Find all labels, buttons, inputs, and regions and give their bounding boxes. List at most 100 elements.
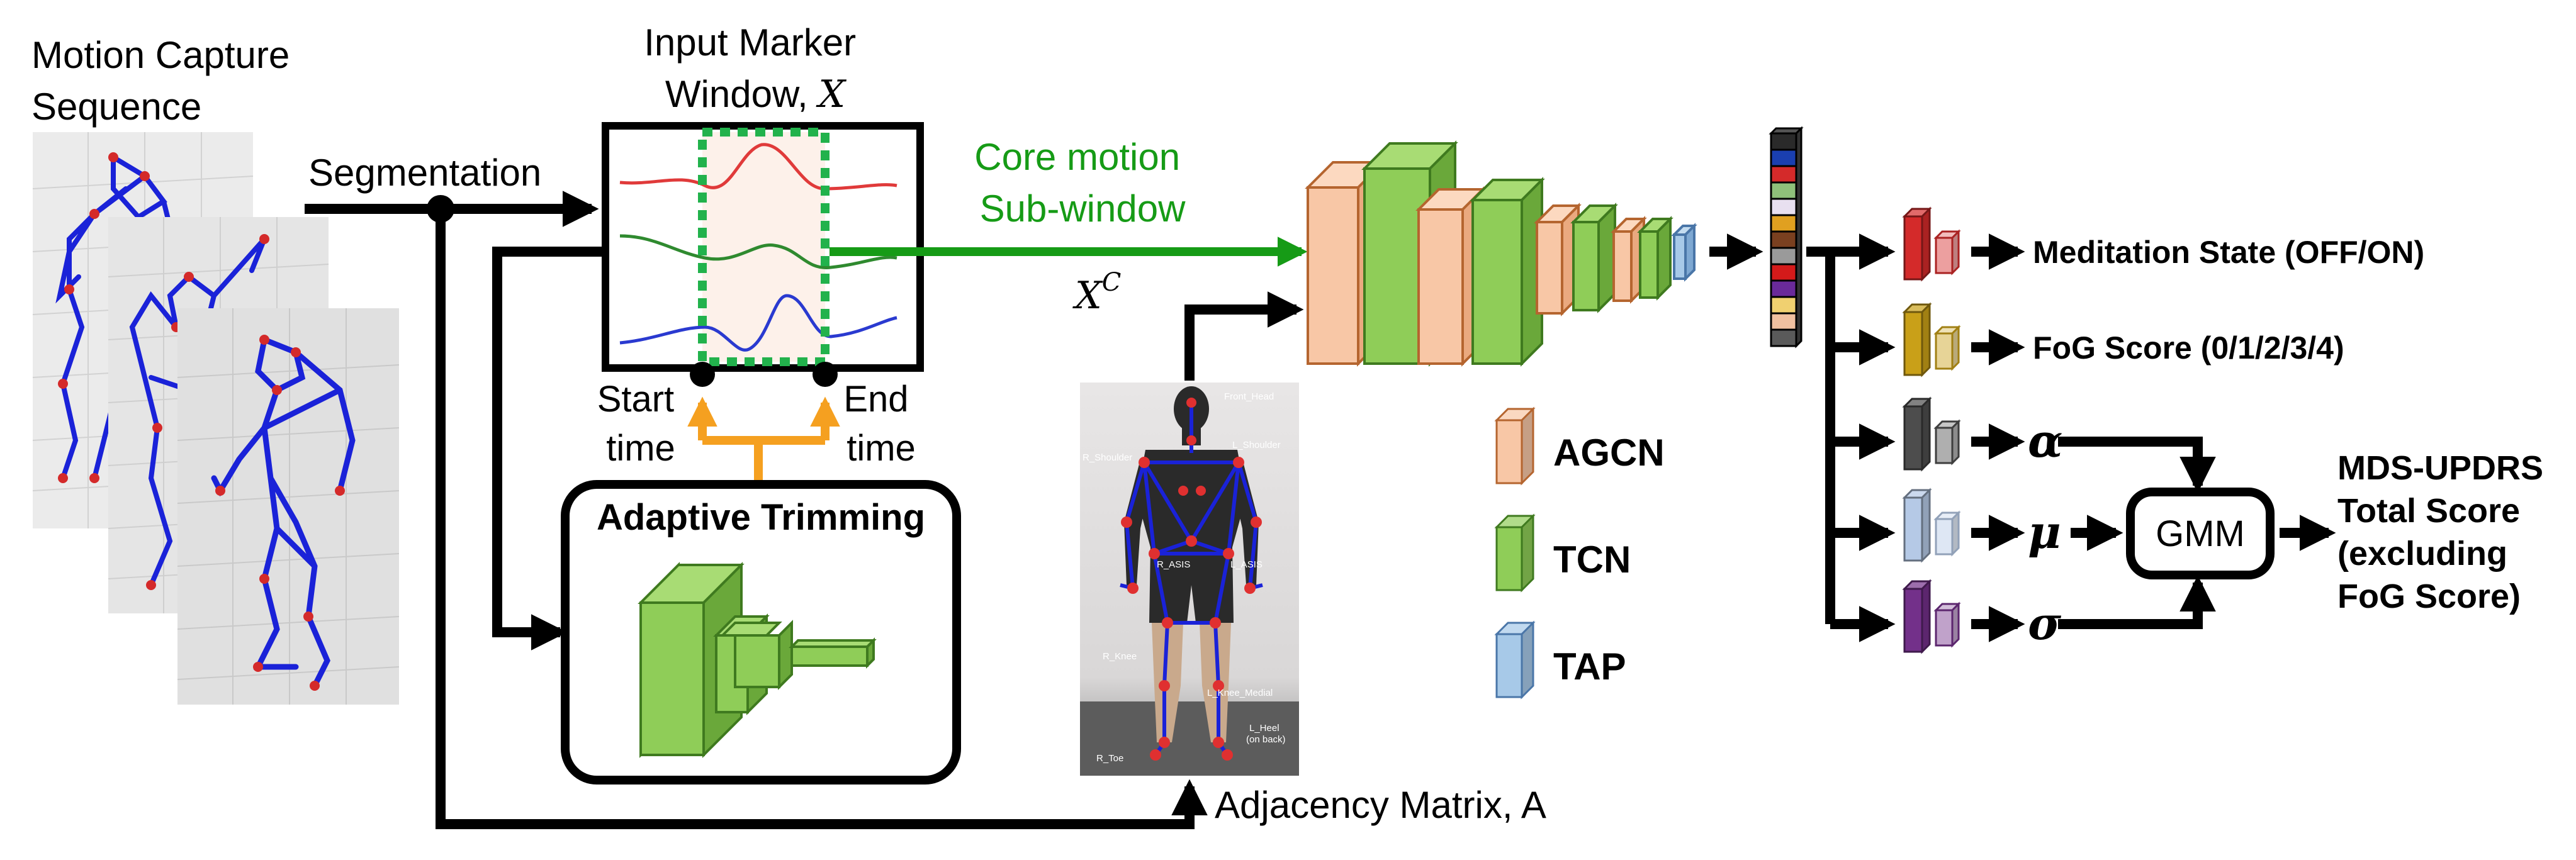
feature-cell xyxy=(1770,230,1797,249)
marker-l-knee-medial: L_Knee_Medial xyxy=(1207,688,1273,698)
input-marker-window xyxy=(602,122,924,387)
output-dense-block xyxy=(1902,579,1932,654)
output-small-block xyxy=(1933,325,1961,371)
body-marker-photo: Front_Head L_Shoulder R_Shoulder R_ASIS … xyxy=(1080,383,1299,776)
core-motion-label: Core motion Sub-window xyxy=(974,136,1190,230)
feature-cell xyxy=(1770,247,1797,265)
input-window-title-line2: Window, X xyxy=(665,72,846,116)
output-head-1: Meditation State (OFF/ON) xyxy=(1902,206,2424,282)
marker-l-heel-line2: (on back) xyxy=(1246,734,1286,745)
tcn-block xyxy=(1470,177,1545,367)
core-symbol-sup: C xyxy=(1102,268,1122,297)
feature-cell xyxy=(1770,328,1797,347)
marker-front-head: Front_Head xyxy=(1224,391,1274,402)
feature-vector xyxy=(1769,126,1804,349)
legend: AGCN TCN TAP xyxy=(1494,406,1665,700)
output-dense-block xyxy=(1902,302,1932,377)
tap-block xyxy=(1671,223,1697,282)
marker-r-knee: R_Knee xyxy=(1103,651,1137,662)
start-time-marker xyxy=(690,362,715,387)
segmentation-label: Segmentation xyxy=(308,152,541,194)
output-small-block xyxy=(1933,419,1961,466)
feature-cell xyxy=(1770,279,1797,298)
feature-cell xyxy=(1770,132,1797,151)
feature-cell xyxy=(1770,148,1797,167)
mds-line1: MDS-UPDRS xyxy=(2337,449,2543,487)
legend-tcn-swatch xyxy=(1494,513,1536,593)
marker-l-shoulder: L_Shoulder xyxy=(1232,440,1281,450)
start-time-word2: time xyxy=(606,428,675,469)
legend-tap-swatch xyxy=(1494,620,1536,700)
mds-line4: FoG Score) xyxy=(2337,578,2521,615)
output-head-3: α xyxy=(1902,396,2062,472)
output-symbol: σ xyxy=(2028,596,2062,650)
network-stack xyxy=(1305,140,1697,367)
end-time-word1: End xyxy=(843,379,908,420)
mds-line2: Total Score xyxy=(2337,492,2520,530)
output-head-4: μ xyxy=(1902,488,2061,563)
output-head-5: σ xyxy=(1902,579,2062,654)
core-motion-line2: Sub-window xyxy=(980,187,1186,230)
output-small-block xyxy=(1933,601,1961,648)
feature-vector-side xyxy=(1795,126,1803,349)
legend-agcn-label: AGCN xyxy=(1553,432,1665,474)
gmm-box xyxy=(2126,488,2275,579)
feature-cell xyxy=(1770,263,1797,282)
mocap-title: Motion Capture Sequence xyxy=(31,34,300,128)
marker-l-heel: L_Heel(on back) xyxy=(1246,723,1286,745)
trim-feedback-arrows xyxy=(687,396,840,484)
end-time-marker xyxy=(813,362,838,387)
output-symbol: μ xyxy=(2028,505,2061,559)
core-motion-line1: Core motion xyxy=(974,136,1180,178)
end-time-label: End time xyxy=(843,379,918,469)
mocap-title-line1: Motion Capture xyxy=(31,34,290,76)
feature-cell xyxy=(1770,181,1797,200)
gmm-label: GMM xyxy=(2156,513,2245,554)
feature-cell xyxy=(1770,198,1797,216)
end-time-word2: time xyxy=(846,428,916,469)
start-time-word1: Start xyxy=(597,379,675,420)
core-subwindow-dashed xyxy=(698,128,830,366)
output-label: FoG Score (0/1/2/3/4) xyxy=(2033,330,2344,366)
photo-to-network-arrow xyxy=(1184,291,1304,381)
marker-r-shoulder: R_Shoulder xyxy=(1083,452,1132,463)
marker-r-toe: R_Toe xyxy=(1096,753,1123,764)
tcn-block xyxy=(1637,216,1673,301)
trimming-network-icon xyxy=(638,562,877,758)
feature-cell xyxy=(1770,165,1797,184)
feature-cell xyxy=(1770,296,1797,315)
output-heads: Meditation State (OFF/ON) FoG Score (0/1/… xyxy=(1902,206,2424,654)
legend-tcn-label: TCN xyxy=(1553,539,1631,581)
gmm-arrows xyxy=(2058,437,2336,629)
start-time-label: Start time xyxy=(597,379,685,469)
legend-tap-label: TAP xyxy=(1553,645,1626,688)
marker-l-heel-line1: L_Heel xyxy=(1249,723,1280,734)
output-dense-block xyxy=(1902,396,1932,472)
core-symbol: XC xyxy=(1072,268,1121,318)
output-label: Meditation State (OFF/ON) xyxy=(2033,235,2424,270)
input-window-title-line1: Input Marker xyxy=(644,21,856,64)
adjacency-label: Adjacency Matrix, A xyxy=(1215,784,1546,826)
marker-r-asis: R_ASIS xyxy=(1157,559,1190,570)
adaptive-trimming-box: Adaptive Trimming xyxy=(561,480,961,785)
output-small-block xyxy=(1933,229,1961,276)
input-window-title: Input Marker Window, X xyxy=(644,21,866,116)
legend-agcn-swatch xyxy=(1494,406,1536,486)
output-small-block xyxy=(1933,510,1961,557)
adaptive-trimming-label: Adaptive Trimming xyxy=(597,497,925,538)
feature-cell xyxy=(1770,312,1797,331)
marker-l-asis: L_ASIS xyxy=(1230,559,1263,570)
feature-cell xyxy=(1770,214,1797,233)
mds-line3: (excluding xyxy=(2337,535,2507,572)
output-dense-block xyxy=(1902,488,1932,563)
segmentation-junction xyxy=(427,195,454,223)
mocap-frame-3 xyxy=(177,308,400,705)
output-symbol: α xyxy=(2028,414,2062,467)
output-branch-arrows xyxy=(1806,233,1896,642)
input-window-symbol: X xyxy=(816,72,846,116)
tcn-block xyxy=(1570,203,1618,313)
mds-updrs-label: MDS-UPDRS Total Score (excluding FoG Sco… xyxy=(2337,449,2553,615)
output-dense-block xyxy=(1902,206,1932,282)
output-head-2: FoG Score (0/1/2/3/4) xyxy=(1902,302,2344,377)
